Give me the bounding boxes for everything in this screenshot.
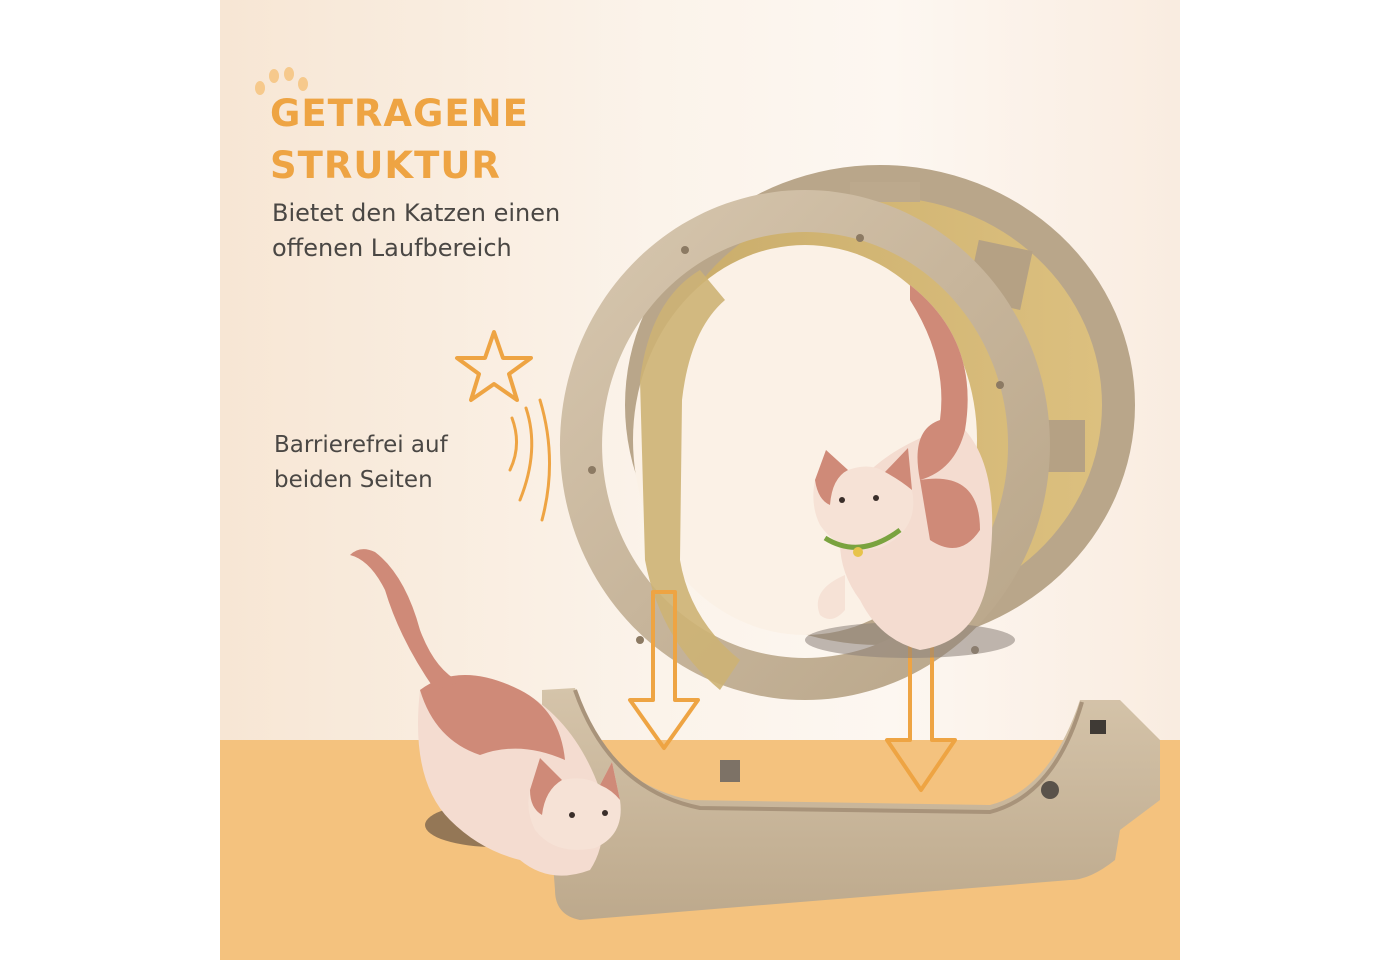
cat-wheel-illustration — [350, 165, 1160, 920]
feature-description-line-2: offenen Laufbereich — [272, 234, 512, 262]
barrier-free-note-line-2: beiden Seiten — [274, 467, 433, 493]
barrier-free-note: Barrierefrei auf beiden Seiten — [274, 428, 448, 498]
feature-description-line-1: Bietet den Katzen einen — [272, 199, 561, 227]
wheel-front-rim — [559, 190, 1050, 700]
feature-description: Bietet den Katzen einen offenen Laufbere… — [272, 196, 560, 266]
star-icon — [455, 330, 551, 522]
feature-heading-line-2: STRUKTUR — [270, 144, 501, 187]
arrow-down-icon — [628, 590, 700, 750]
paw-icon — [255, 67, 308, 95]
barrier-free-note-line-1: Barrierefrei auf — [274, 432, 448, 458]
feature-heading-line-1: GETRAGENE — [270, 92, 529, 135]
wheel-base — [542, 688, 1160, 920]
cat-running-illustration — [805, 285, 1015, 658]
feature-heading: GETRAGENE STRUKTUR — [270, 88, 529, 192]
product-image-panel: GETRAGENE STRUKTUR Bietet den Katzen ein… — [220, 0, 1180, 960]
cat-crouching-illustration — [350, 549, 621, 876]
